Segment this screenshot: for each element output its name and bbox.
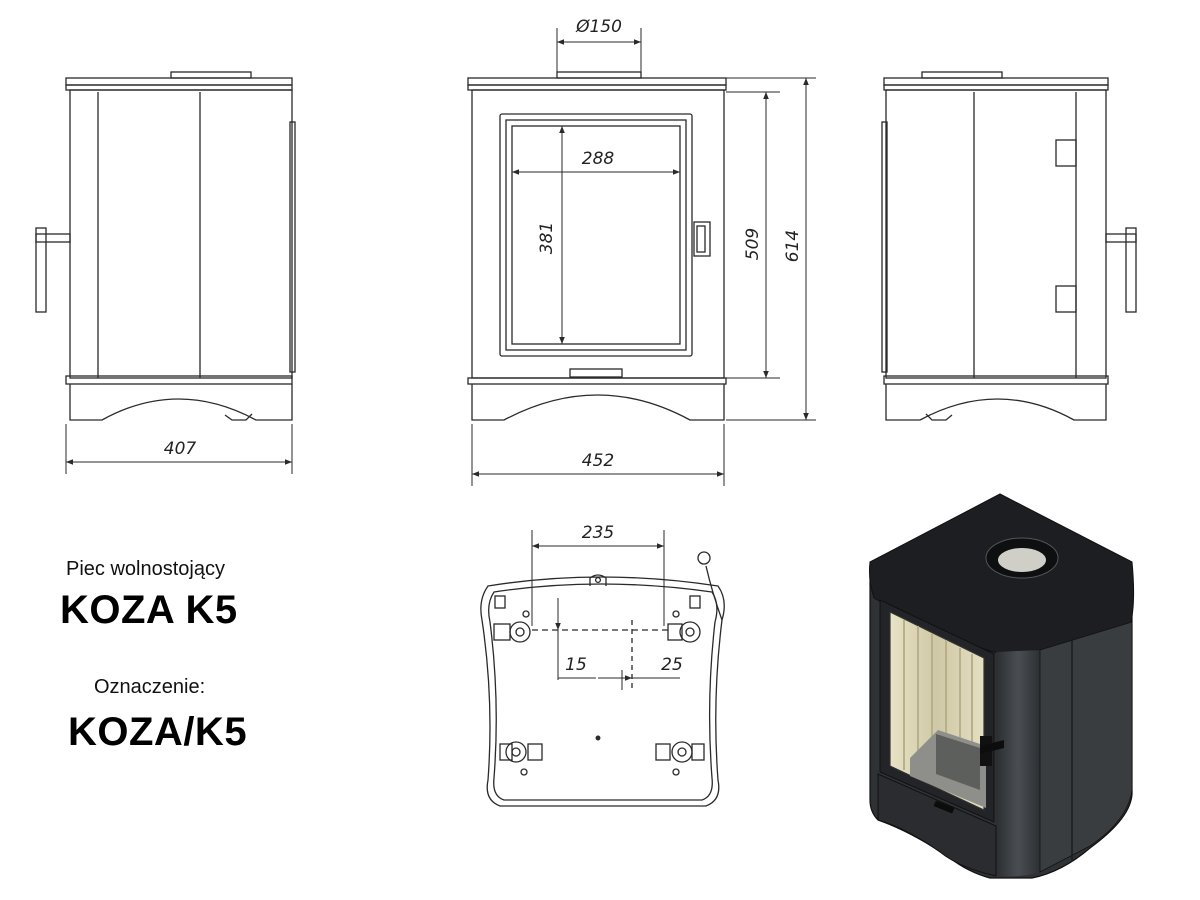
door-frame [499, 113, 693, 357]
hinge-upper [1055, 139, 1077, 167]
base-foot [69, 384, 293, 421]
dim-side-depth: 407 [164, 439, 197, 459]
foot-bottom-right [655, 741, 705, 776]
bottom-outline [480, 576, 725, 807]
side-view-left [35, 71, 296, 421]
flue-collar [170, 71, 252, 79]
foot-top-left [493, 610, 531, 643]
base-band [467, 377, 727, 385]
dim-glass-width: 288 [582, 149, 615, 169]
dimension-labels: Ø150 288 381 509 614 407 452 235 15 25 [164, 17, 803, 675]
front-view [467, 71, 727, 421]
flue-collar [921, 71, 1003, 79]
ash-slot [569, 368, 623, 378]
top-plate [883, 77, 1109, 86]
side-view-right [881, 71, 1137, 421]
dim-body-height: 509 [743, 228, 763, 260]
side-body [885, 89, 1107, 379]
dim-bottom-offset-b: 25 [661, 655, 683, 675]
model-title: KOZA K5 [60, 588, 238, 632]
dim-bottom-spacing: 235 [582, 523, 614, 543]
base-band [65, 375, 293, 385]
stove-render [869, 493, 1135, 879]
base-foot [885, 384, 1107, 421]
base-band [883, 375, 1109, 385]
door-handle [1125, 227, 1137, 313]
dim-front-width: 452 [582, 451, 614, 471]
door-handle [693, 221, 711, 257]
glass-outline [505, 119, 687, 351]
bottom-view [480, 551, 725, 807]
dim-bottom-offset-a: 15 [565, 655, 587, 675]
foot-bottom-left [499, 741, 543, 776]
foot-top-right [667, 610, 701, 643]
type-label: Piec wolnostojący [66, 558, 225, 580]
designation-value: KOZA/K5 [68, 710, 248, 754]
hinge-lower [1055, 285, 1077, 313]
base-foot [471, 384, 725, 421]
top-plate [65, 77, 293, 86]
air-intake [697, 551, 711, 565]
dimension-lines [65, 28, 816, 690]
side-body [69, 89, 293, 379]
dim-flue-diameter: Ø150 [575, 17, 622, 37]
door-handle [35, 227, 47, 313]
flue-collar [556, 71, 642, 79]
designation-label: Oznaczenie: [94, 676, 206, 698]
dim-glass-height: 381 [537, 222, 557, 254]
top-plate [467, 77, 727, 86]
dim-total-height: 614 [783, 230, 803, 262]
